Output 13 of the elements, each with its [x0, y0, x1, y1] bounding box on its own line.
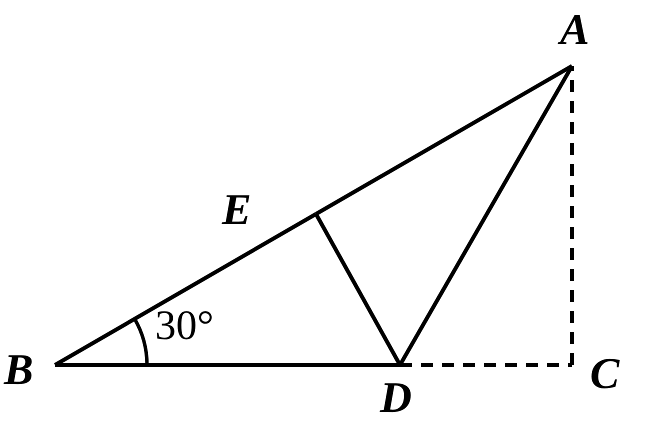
angle-label: 30°	[155, 305, 214, 347]
line-segment	[398, 65, 574, 366]
line-segment	[314, 213, 402, 366]
dashed-line	[400, 363, 572, 367]
dashed-line	[570, 66, 574, 365]
line-segment	[55, 363, 400, 367]
point-label: E	[222, 188, 252, 232]
point-label: D	[380, 376, 412, 420]
point-label: C	[590, 352, 620, 396]
line-segment	[54, 212, 317, 367]
point-label: B	[4, 348, 34, 392]
line-segment	[315, 64, 573, 216]
point-label: A	[560, 8, 590, 52]
